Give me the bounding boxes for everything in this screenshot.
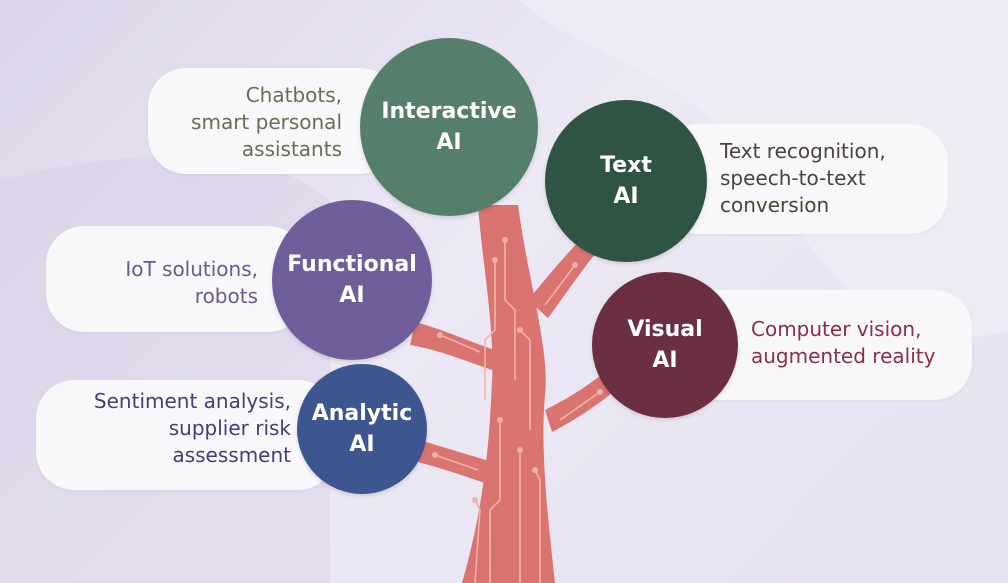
circuit-nodes [432, 237, 603, 503]
description-line: Chatbots, [245, 83, 342, 107]
node-title-line: AI [349, 432, 375, 457]
node-title-line: Analytic [311, 401, 413, 426]
functional-ai-node: Functional AI [272, 200, 432, 360]
description-line: assistants [241, 137, 342, 161]
description-line: robots [194, 284, 258, 308]
description-line: speech-to-text [720, 166, 866, 190]
circuit-traces [434, 240, 601, 583]
text-ai-node: Text AI [545, 100, 707, 262]
interactive-ai-pill [148, 68, 398, 174]
description-line: IoT solutions, [125, 257, 258, 281]
analytic-ai-pill [36, 380, 336, 490]
interactive-ai-description: Chatbots, smart personal assistants [191, 82, 342, 163]
node-title-line: AI [613, 184, 639, 209]
node-title-line: Interactive [381, 99, 517, 124]
node-title-line: Functional [287, 252, 417, 277]
description-line: assessment [172, 443, 291, 467]
description-line: conversion [720, 193, 830, 217]
node-title-line: AI [652, 348, 678, 373]
analytic-ai-description: Sentiment analysis, supplier risk assess… [94, 388, 291, 469]
tree-trunk [410, 205, 618, 583]
node-title-line: AI [436, 130, 462, 155]
analytic-ai-node: Analytic AI [297, 364, 427, 494]
node-title-line: Visual [627, 317, 703, 342]
node-title-line: Text [600, 153, 652, 178]
description-line: smart personal [191, 110, 342, 134]
functional-ai-pill [46, 226, 306, 332]
node-title-line: AI [339, 283, 365, 308]
visual-ai-description: Computer vision, augmented reality [751, 316, 935, 370]
text-ai-description: Text recognition, speech-to-text convers… [720, 138, 886, 219]
description-line: augmented reality [751, 344, 936, 368]
description-line: Sentiment analysis, [93, 389, 291, 413]
description-line: Computer vision, [751, 317, 922, 341]
interactive-ai-node: Interactive AI [360, 38, 538, 216]
visual-ai-node: Visual AI [592, 272, 738, 418]
description-line: Text recognition, [720, 139, 886, 163]
text-ai-pill [660, 124, 948, 234]
description-line: supplier risk [168, 416, 291, 440]
functional-ai-description: IoT solutions, robots [125, 256, 258, 310]
